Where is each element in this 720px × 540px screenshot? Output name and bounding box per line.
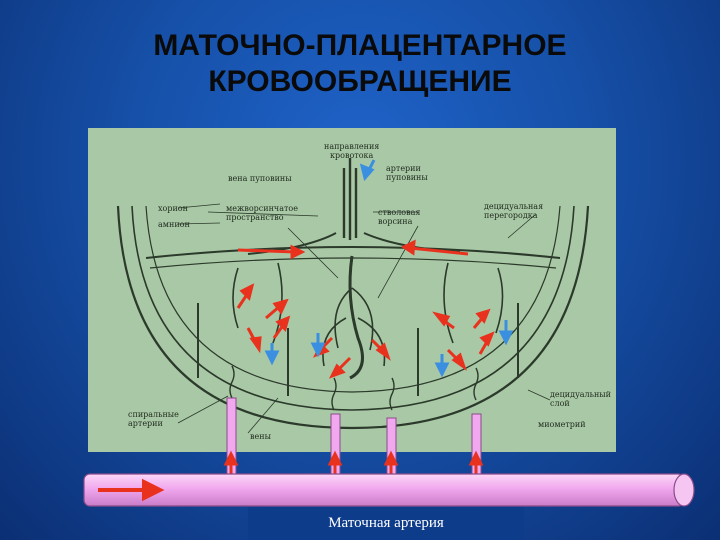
label-umbilical-arteries: артерии пуповины: [386, 164, 428, 182]
label-amnion: амнион: [158, 220, 190, 229]
label-veins: вены: [250, 432, 271, 441]
placenta-diagram: направления кровотока вена пуповины арте…: [88, 128, 616, 452]
basal-plate-line: [145, 205, 561, 393]
feeder-vessels: [226, 397, 482, 481]
decidual-septa: [197, 303, 519, 396]
chorionic-plate: [145, 246, 561, 259]
stem-villus: [348, 255, 364, 380]
label-stem-villus: стволовая ворсина: [378, 208, 421, 226]
placenta-drawing: [116, 158, 590, 434]
artery-tube-end: [673, 473, 695, 507]
label-umbilical-vein: вена пуповины: [228, 174, 292, 183]
flow-arrows-blue: [264, 159, 514, 378]
label-chorion: хорион: [158, 204, 188, 213]
flow-arrows-red: [236, 239, 495, 379]
decidual-layer-line: [131, 205, 575, 411]
label-myometrium: миометрий: [538, 420, 586, 429]
umbilical-cord: [342, 158, 358, 240]
label-decidual-layer: децидуальный слой: [550, 390, 612, 408]
slide-title: МАТОЧНО-ПЛАЦЕНТАРНОЕ КРОВООБРАЩЕНИЕ: [0, 28, 720, 100]
title-line-2: КРОВООБРАЩЕНИЕ: [208, 65, 512, 98]
artery-flow-arrow: [98, 478, 165, 502]
spiral-artery-stubs: [229, 365, 479, 411]
uterine-wall-outer: [116, 205, 590, 430]
label-spiral-arteries: спиральные артерии: [128, 410, 179, 428]
caption-uterine-artery: Маточная артерия: [248, 507, 524, 540]
artery-tube-body: [83, 473, 685, 507]
label-decidual-septum: децидуальная перегородка: [484, 202, 544, 220]
title-line-1: МАТОЧНО-ПЛАЦЕНТАРНОЕ: [153, 29, 567, 62]
label-blood-flow-direction: направления кровотока: [324, 142, 380, 160]
label-intervillous-space: межворсинчатое пространство: [226, 204, 298, 222]
